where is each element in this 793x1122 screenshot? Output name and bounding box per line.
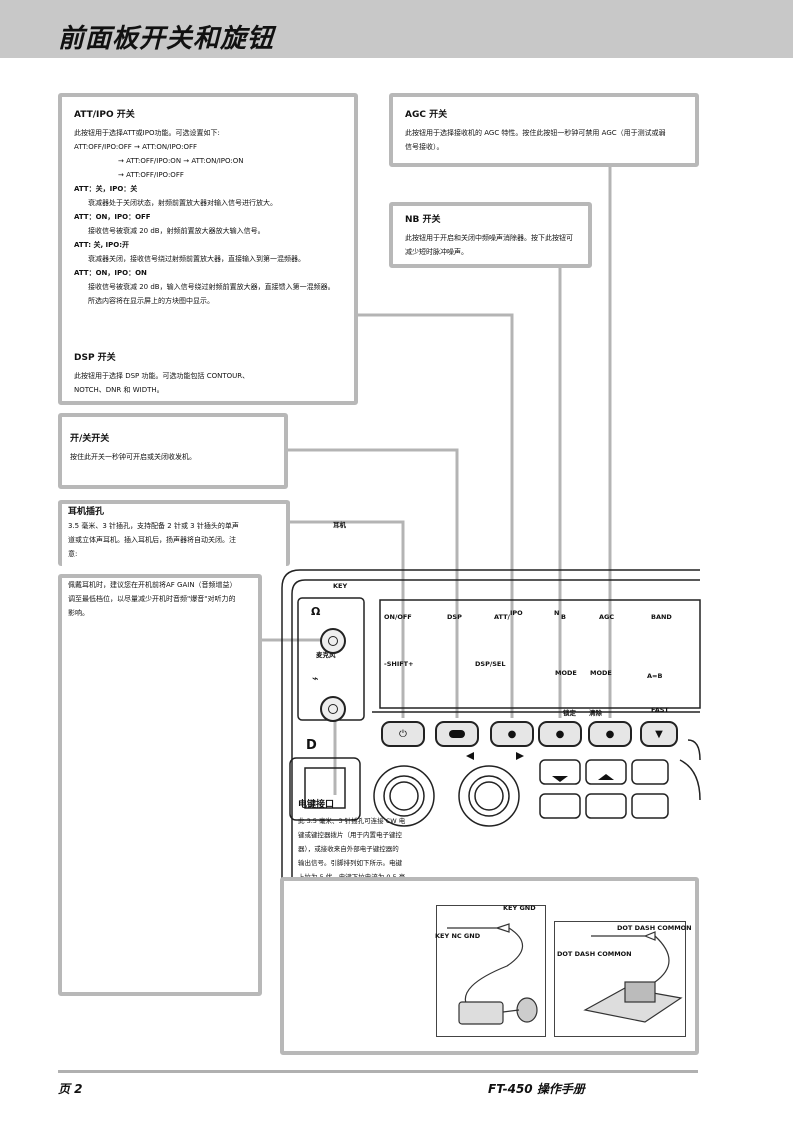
key-left-top-label: KEY GND	[503, 904, 536, 912]
mic-label: 麦克风	[316, 651, 336, 659]
phones-jack[interactable]	[320, 628, 346, 654]
phones-line: 影响。	[68, 609, 89, 617]
key-line: 器），或接收来自外部电子键控器的	[298, 845, 399, 853]
dsp-title: DSP 开关	[74, 353, 116, 363]
phones-line: 佩戴耳机时，建议您在开机前将AF GAIN（音频增益）	[68, 581, 237, 589]
key-diagram-left: KEY GND KEY NC GND	[435, 904, 546, 1037]
band-label: BAND	[651, 613, 672, 621]
phones-line: 道或立体声耳机。插入耳机后，扬声器将自动关闭。注	[68, 536, 236, 544]
agc-box: AGC 开关 此按钮用于选择接收机的 AGC 特性。按住此按钮一秒钟可禁用 AG…	[389, 93, 699, 167]
mode-label-1: MODE	[555, 669, 577, 677]
band-button[interactable]: ▼	[640, 721, 678, 747]
phones-box-lower: 佩戴耳机时，建议您在开机前将AF GAIN（音频增益） 调至最低档位，以尽量减少…	[58, 574, 262, 996]
nb-button[interactable]: ●	[538, 721, 582, 747]
att-line: 衰减器处于关闭状态，射频前置放大器对输入信号进行放大。	[88, 199, 277, 207]
dsp-label: DSP	[447, 613, 462, 621]
phones-line: 意:	[68, 550, 78, 558]
dsp-button-icon	[449, 730, 465, 738]
att-line: ATT：ON，IPO：ON	[74, 269, 147, 277]
phones-jack-label: 耳机	[333, 521, 346, 529]
power-line: 按住此开关一秒钟可开启或关闭收发机。	[70, 453, 196, 461]
att-line: 此按钮用于选择ATT或IPO功能。可选设置如下:	[74, 129, 220, 137]
nb-line: 此按钮用于开启和关闭中频噪声消除器。按下此按钮可	[405, 234, 573, 242]
att-ipo-box: ATT/IPO 开关 此按钮用于选择ATT或IPO功能。可选设置如下: ATT:…	[58, 93, 358, 405]
agc-label: AGC	[599, 613, 615, 621]
att-line: → ATT:OFF/IPO:ON → ATT:ON/IPO:ON	[118, 157, 244, 165]
att-label: ATT/	[494, 613, 510, 621]
dspsel-label: DSP/SEL	[475, 660, 506, 668]
att-ipo-title: ATT/IPO 开关	[74, 110, 135, 120]
ab-label: A=B	[647, 672, 663, 680]
key-line: 此 3.5 毫米、3 针插孔可连接 CW 电	[298, 817, 406, 825]
lock-label: 锁定	[563, 709, 576, 717]
key-jack[interactable]	[320, 696, 346, 722]
shift-label: -SHIFT+	[384, 660, 414, 668]
att-ipo-button[interactable]: ●	[490, 721, 534, 747]
dsp-button[interactable]	[435, 721, 479, 747]
agc-title: AGC 开关	[405, 110, 448, 120]
b-label: B	[561, 613, 566, 621]
page-title: 前面板开关和旋钮	[58, 24, 275, 54]
mic-icon: D	[306, 738, 317, 753]
key-jack-label: KEY	[333, 582, 348, 590]
n-label: N	[554, 609, 560, 617]
power-box: 开/关开关 按住此开关一秒钟可开启或关闭收发机。	[58, 413, 288, 489]
key-diagram-right: DOT DASH COMMON DOT DASH COMMON	[554, 921, 692, 1037]
att-line: ATT：ON，IPO：OFF	[74, 213, 151, 221]
att-line: 衰减器关闭，接收信号绕过射频前置放大器，直接输入到第一混频器。	[88, 255, 305, 263]
agc-button[interactable]: ●	[588, 721, 632, 747]
phones-line: 3.5 毫米、3 针插孔，支持配备 2 针或 3 针插头的单声	[68, 522, 239, 530]
headphone-icon: Ω	[311, 605, 321, 618]
nb-line: 减少短时脉冲噪声。	[405, 248, 468, 256]
nb-title: NB 开关	[405, 215, 441, 225]
att-line: ATT:OFF/IPO:OFF → ATT:ON/IPO:OFF	[74, 143, 198, 151]
phones-title: 耳机插孔	[68, 507, 105, 517]
phones-line: 调至最低档位，以尽量减少开机时音频"爆音"对听力的	[68, 595, 236, 603]
footer-rule	[58, 1070, 698, 1073]
onoff-label: ON/OFF	[384, 613, 412, 621]
key-left-bottom-label: KEY NC GND	[435, 932, 481, 940]
ipo-label: IPO	[510, 609, 523, 617]
dsp-line: 此按钮用于选择 DSP 功能。可选功能包括 CONTOUR、	[74, 372, 250, 380]
page-header: 前面板开关和旋钮	[0, 0, 793, 58]
dsp-line: NOTCH、DNR 和 WIDTH。	[74, 386, 164, 394]
manual-title: FT-450 操作手册	[488, 1082, 585, 1096]
att-line: → ATT:OFF/IPO:OFF	[118, 171, 184, 179]
key-line: 键或键控器拨片（用于内置电子键控	[298, 831, 402, 839]
key-diagram-box: KEY GND KEY NC GND DOT DASH COMMON DOT D…	[280, 877, 699, 1055]
fast-label: FAST	[651, 706, 669, 714]
att-line: 接收信号被衰减 20 dB，射频前置放大器放大输入信号。	[88, 227, 265, 235]
agc-line: 此按钮用于选择接收机的 AGC 特性。按住此按钮一秒钟可禁用 AGC（用于测试或…	[405, 129, 666, 137]
att-line: ATT：关，IPO：关	[74, 185, 138, 193]
power-button[interactable]: ⏻	[381, 721, 425, 747]
key-icon: ⌁	[312, 672, 319, 685]
key-right-bottom-label: DOT DASH COMMON	[557, 950, 632, 958]
phones-box: 耳机插孔 3.5 毫米、3 针插孔，支持配备 2 针或 3 针插头的单声 道或立…	[58, 500, 290, 566]
mode-label-2: MODE	[590, 669, 612, 677]
att-line: 接收信号被衰减 20 dB，输入信号绕过射频前置放大器，直接馈入第一混频器。	[88, 283, 335, 291]
nb-box: NB 开关 此按钮用于开启和关闭中频噪声消除器。按下此按钮可 减少短时脉冲噪声。	[389, 202, 592, 268]
att-line: 所选内容将在显示屏上的方块图中显示。	[88, 297, 214, 305]
key-jack-title: 电键接口	[298, 800, 335, 810]
key-right-top-label: DOT DASH COMMON	[617, 924, 692, 932]
att-line: ATT: 关, IPO:开	[74, 241, 130, 249]
key-line: 输出信号。引脚排列如下所示。电键	[298, 859, 402, 867]
agc-line: 信号接收）。	[405, 143, 444, 151]
power-title: 开/关开关	[70, 434, 110, 444]
clear-label: 清除	[589, 709, 602, 717]
page-number: 页 2	[58, 1082, 83, 1096]
